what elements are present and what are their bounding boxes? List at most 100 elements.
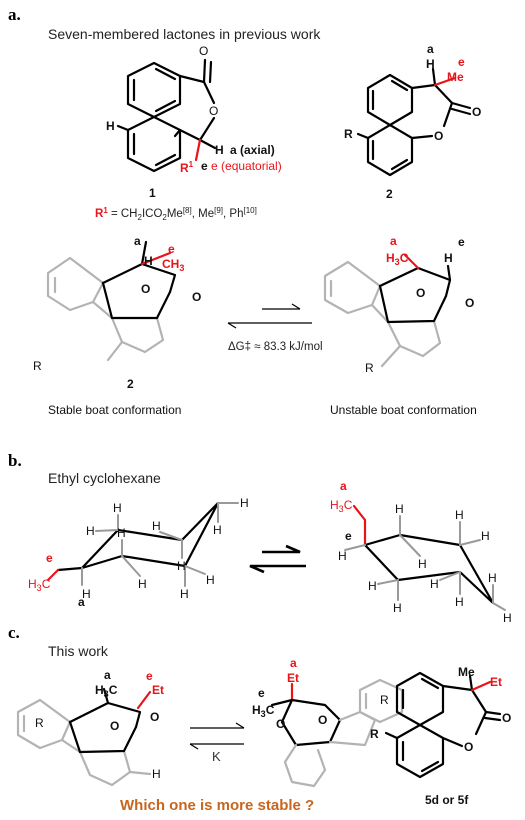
panel-b-heading: Ethyl cyclohexane [48, 470, 161, 486]
stable-conformer-back-bonds [101, 262, 177, 294]
left-conformer-r-group: R [35, 716, 44, 730]
compound-2-ring-oxygen: O [434, 129, 443, 143]
middle-conformer-lower-benzene [283, 743, 327, 788]
compound-5-carbonyl-oxygen: O [502, 711, 511, 725]
unstable-conformer-front-bonds [378, 284, 448, 324]
middle-conformer-equatorial-label: e [258, 686, 265, 700]
unstable-conformation-caption: Unstable boat conformation [330, 403, 477, 417]
left-chair-h6: H [213, 523, 222, 537]
equilibrium-arrows-a [227, 303, 312, 329]
panel-b: b. Ethyl cyclohexane e H3C a H H H H H H… [8, 451, 512, 625]
compound-1-number: 1 [149, 186, 156, 200]
left-conformer-front-bonds [68, 720, 138, 754]
this-work-left-conformer [16, 687, 152, 787]
compound-2-bottom-benzene [366, 123, 414, 177]
stable-conformer-hydrogen: H [144, 254, 153, 268]
this-work-middle-conformer [270, 678, 404, 788]
right-chair-h8: H [455, 508, 464, 522]
right-chair-h5: H [430, 577, 439, 591]
left-conformer-ring-oxygen: O [110, 719, 119, 733]
compound-5-ethyl: Et [490, 675, 502, 689]
panel-c-label: c. [8, 623, 20, 642]
left-conformer-back-bonds [68, 701, 142, 729]
right-chair-ethyl-methyl: H3C [330, 498, 353, 514]
unstable-conformer-axial-label: a [390, 234, 397, 248]
middle-conformer-axial-label: a [290, 656, 297, 670]
unstable-conformer-ring-oxygen: O [416, 286, 425, 300]
unstable-conformer-back-bonds [378, 266, 452, 298]
compound-1-equatorial-label: e e (equatorial) [201, 159, 282, 173]
middle-conformer-grey-benzene-right [358, 678, 404, 724]
middle-conformer-back-bonds [280, 698, 342, 724]
unstable-conformer-r-group: R [365, 361, 374, 375]
stable-conformer-axial-label: a [134, 234, 141, 248]
stable-conformation-caption: Stable boat conformation [48, 403, 181, 417]
compound-1-bay-hydrogen: H [106, 119, 115, 133]
left-chair-ring [80, 501, 220, 570]
activation-barrier-label: ΔG‡ ≈ 83.3 kJ/mol [228, 341, 323, 353]
equilibrium-arrows-c [189, 722, 245, 750]
compound-2-top-benzene [366, 73, 414, 127]
left-chair-equatorial-label: e [46, 551, 53, 565]
left-chair-h4: H [177, 559, 186, 573]
compound-1-axial-hydrogen: H [215, 143, 224, 157]
middle-conformer-carbonyl-oxygen: O [276, 717, 285, 731]
panel-b-label: b. [8, 451, 22, 470]
middle-conformer-r-group: R [380, 693, 389, 707]
panel-a: a. Seven-membered lactones in previous w… [8, 5, 481, 417]
right-chair-h10: H [395, 502, 404, 516]
left-chair-h1: H [82, 587, 91, 601]
compound-2-equatorial-label: e [458, 55, 465, 69]
compound-2-number: 2 [386, 187, 393, 201]
equilibrium-arrows-b [249, 544, 306, 574]
right-chair-h7: H [503, 611, 512, 625]
r1-definition: R1 = CH2ICO2Me[8], Me[9], Ph[10] [95, 206, 257, 222]
stability-question: Which one is more stable ? [120, 797, 314, 814]
right-chair-h3: H [368, 579, 377, 593]
left-conformer-ethyl: Et [152, 683, 164, 697]
compound-2-r-group: R [344, 127, 353, 141]
panel-a-heading: Seven-membered lactones in previous work [48, 26, 321, 42]
stable-conformer-r-group: R [33, 359, 42, 373]
compound-1-top-benzene [126, 61, 182, 119]
left-chair-h8: H [180, 587, 189, 601]
panel-a-label: a. [8, 5, 21, 24]
left-chair-axial-label: a [78, 595, 85, 609]
stable-conformer-methyl: CH3 [162, 257, 184, 273]
unstable-conformer-methyl: H3C [386, 251, 409, 267]
right-chair-h1: H [338, 549, 347, 563]
unstable-conformer-carbonyl-oxygen: O [465, 296, 474, 310]
compound-1-bottom-benzene [126, 115, 182, 173]
left-chair-h7: H [240, 496, 249, 510]
stable-conformer-equatorial-label: e [168, 242, 175, 256]
compound-5-r-group: R [370, 727, 379, 741]
right-chair-h6: H [488, 571, 497, 585]
right-chair-h2: H [393, 601, 402, 615]
compound-2-axial-label: a [427, 42, 434, 56]
compound-5-structure [384, 671, 502, 779]
compound-1-r1-label: R1 [180, 160, 194, 175]
compound-2-carbonyl-oxygen: O [472, 105, 481, 119]
left-cyclohexane-chair [46, 501, 239, 587]
compound-2-hydrogen: H [426, 57, 435, 71]
middle-conformer-ring-oxygen: O [318, 713, 327, 727]
stable-conformer-front-bonds [101, 281, 172, 320]
right-chair-h4: H [455, 595, 464, 609]
right-chair-axial-label: a [340, 479, 347, 493]
left-conformer-carbonyl-oxygen: O [150, 710, 159, 724]
left-chair-ethyl-methyl: H3C [28, 577, 51, 593]
left-chair-h11: H [138, 577, 147, 591]
compound-5-label: 5d or 5f [425, 793, 469, 807]
right-chair-equatorial-label: e [345, 529, 352, 543]
compound-1-carbonyl-oxygen: O [199, 44, 208, 58]
left-chair-h5: H [152, 519, 161, 533]
unstable-boat-conformer [323, 253, 452, 368]
left-conformer-hydrogen: H [152, 767, 161, 781]
middle-conformer-methyl: H3C [252, 703, 275, 719]
compound-5-methyl: Me [458, 665, 475, 679]
middle-conformer-ethyl: Et [287, 671, 299, 685]
left-conformer-methyl: H3C [95, 683, 118, 699]
left-chair-h3: H [86, 524, 95, 538]
compound-1-axial-label: a (axial) [230, 143, 275, 157]
